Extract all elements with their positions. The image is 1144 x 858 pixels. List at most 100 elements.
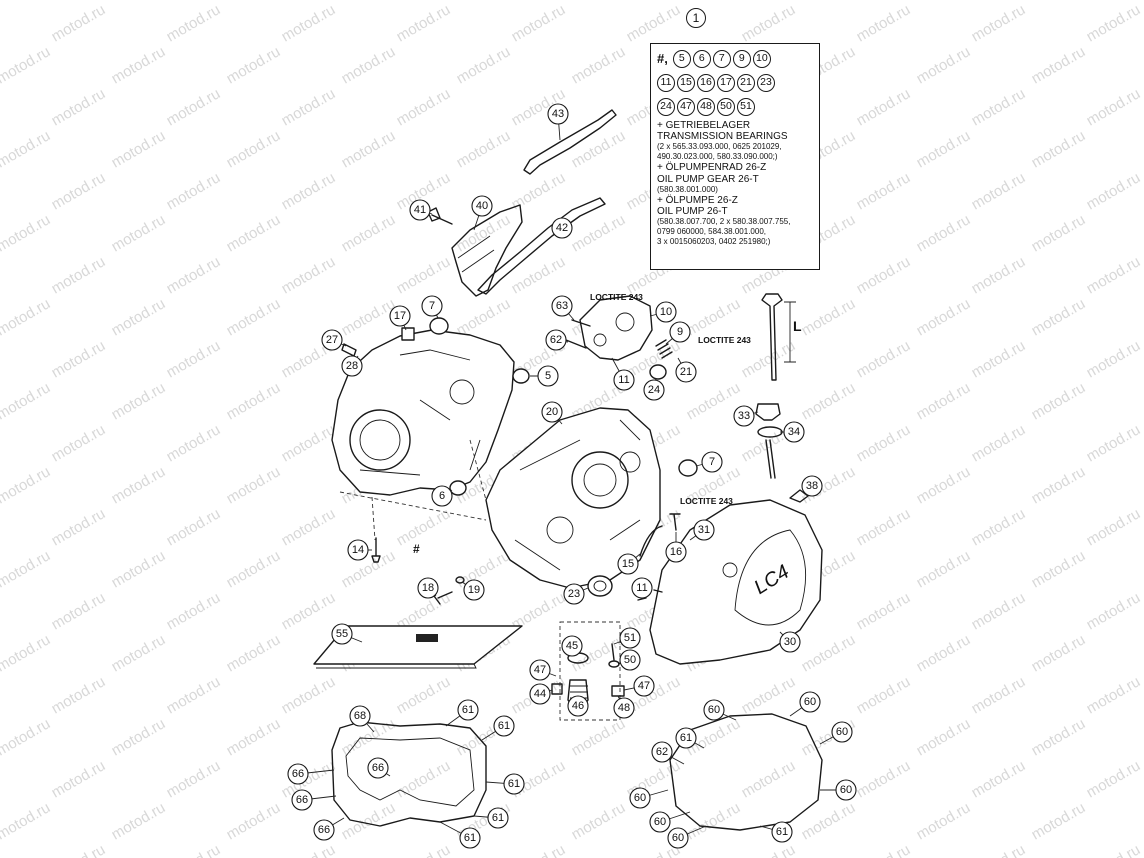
callout-label: 33 xyxy=(738,410,750,422)
watermark-text: motod.ru xyxy=(164,253,224,297)
callout-label: 23 xyxy=(568,588,580,600)
callout-label: 60 xyxy=(672,832,684,844)
callout-label: 38 xyxy=(806,480,818,492)
callout-circle xyxy=(341,355,363,377)
watermark-text: motod.ru xyxy=(684,0,744,3)
callout-7: 7 xyxy=(701,451,723,473)
watermark-text: motod.ru xyxy=(454,295,514,339)
watermark-text: motod.ru xyxy=(854,1,914,45)
watermark-text: motod.ru xyxy=(109,715,169,759)
watermark-text: motod.ru xyxy=(509,1,569,45)
kit-part-number: 10 xyxy=(752,50,771,68)
callout-40: 40 xyxy=(471,195,493,217)
watermark-text: motod.ru xyxy=(109,379,169,423)
callout-55: 55 xyxy=(331,623,353,645)
kit-description-line: OIL PUMP 26-T xyxy=(657,206,728,218)
watermark-text: motod.ru xyxy=(164,169,224,213)
callout-circle xyxy=(669,321,691,343)
callout-circle xyxy=(631,577,653,599)
watermark-text: motod.ru xyxy=(509,841,569,858)
watermark-text: motod.ru xyxy=(854,85,914,129)
callout-circle xyxy=(349,705,371,727)
watermark-text: motod.ru xyxy=(969,673,1029,717)
watermark-text: motod.ru xyxy=(339,211,399,255)
callout-circle xyxy=(665,541,687,563)
watermark-text: motod.ru xyxy=(339,0,399,3)
watermark-text: motod.ru xyxy=(0,379,53,423)
watermark-text: motod.ru xyxy=(49,169,109,213)
callout-label: 68 xyxy=(354,710,366,722)
callout-label: 45 xyxy=(566,640,578,652)
watermark-text: motod.ru xyxy=(0,127,53,171)
bolt-62 xyxy=(565,339,587,349)
callout-60: 60 xyxy=(835,779,857,801)
kit-part-number: 5 xyxy=(672,50,691,68)
svg-text:LOCTITE 243: LOCTITE 243 xyxy=(590,292,643,302)
watermark-text: motod.ru xyxy=(49,421,109,465)
watermark-text: motod.ru xyxy=(1029,547,1089,591)
screw-51 xyxy=(611,643,615,661)
manual-logo xyxy=(416,634,438,642)
watermark-text: motod.ru xyxy=(339,547,399,591)
left-crankcase-boss xyxy=(449,379,475,405)
watermark-text: motod.ru xyxy=(49,589,109,633)
callout-label: 43 xyxy=(552,108,564,120)
watermark-text: motod.ru xyxy=(969,589,1029,633)
chain-tensioner-40 xyxy=(451,204,523,297)
callout-47: 47 xyxy=(633,675,655,697)
chain-guide-43 xyxy=(523,109,617,175)
watermark-text: motod.ru xyxy=(224,463,284,507)
watermark-text: motod.ru xyxy=(224,0,284,3)
callout-61: 61 xyxy=(675,727,697,749)
callout-label: 47 xyxy=(534,664,546,676)
watermark-text: motod.ru xyxy=(569,715,629,759)
callout-label: 66 xyxy=(372,762,384,774)
watermark-text: motod.ru xyxy=(394,253,454,297)
callout-circle xyxy=(619,627,641,649)
watermark-text: motod.ru xyxy=(854,589,914,633)
callout-label: 61 xyxy=(498,720,510,732)
callout-circle xyxy=(493,715,515,737)
watermark-text: motod.ru xyxy=(914,295,974,339)
callout-11: 11 xyxy=(631,577,653,599)
callout-41: 41 xyxy=(409,199,431,221)
right-crankcase-boss-2 xyxy=(546,516,574,544)
callout-label: 61 xyxy=(464,832,476,844)
kit-part-number: 7 xyxy=(712,50,731,68)
callout-18: 18 xyxy=(417,577,439,599)
watermark-text: motod.ru xyxy=(1084,757,1144,801)
kit-part-number: 16 xyxy=(697,74,715,92)
callout-circle xyxy=(459,827,481,849)
callout-circle xyxy=(633,675,655,697)
kit-part-number: 50 xyxy=(717,98,735,116)
watermark-text: motod.ru xyxy=(339,799,399,843)
watermark-text: motod.ru xyxy=(914,715,974,759)
kit-description-line: + ÖLPUMPENRAD 26-Z xyxy=(657,162,767,174)
callout-14: 14 xyxy=(347,539,369,561)
svg-text:LOCTITE 243: LOCTITE 243 xyxy=(680,496,733,506)
callout-circle xyxy=(779,631,801,653)
callout-61: 61 xyxy=(457,699,479,721)
watermark-text: motod.ru xyxy=(164,85,224,129)
callout-61: 61 xyxy=(493,715,515,737)
watermark-text: motod.ru xyxy=(799,631,859,675)
spring-9 xyxy=(655,339,673,359)
kit-description-line: (2 x 565.33.093.000, 0625 201029, xyxy=(657,142,782,152)
callout-label: 61 xyxy=(492,812,504,824)
watermark-text: motod.ru xyxy=(394,1,454,45)
left-gasket-inner xyxy=(345,737,475,807)
watermark-text: motod.ru xyxy=(109,295,169,339)
watermark-text: motod.ru xyxy=(914,43,974,87)
kit-part-number: 23 xyxy=(757,74,775,92)
callout-66: 66 xyxy=(287,763,309,785)
oil-dipstick xyxy=(761,293,783,381)
watermark-text: motod.ru xyxy=(1029,379,1089,423)
watermark-text: motod.ru xyxy=(854,253,914,297)
assembly-line-4 xyxy=(559,621,621,721)
callout-label: 55 xyxy=(336,628,348,640)
bushing-5 xyxy=(512,368,530,384)
watermark-text: motod.ru xyxy=(164,1,224,45)
kit-row-3: 24 47 48 50 51 xyxy=(657,96,813,118)
callout-circle xyxy=(547,103,569,125)
